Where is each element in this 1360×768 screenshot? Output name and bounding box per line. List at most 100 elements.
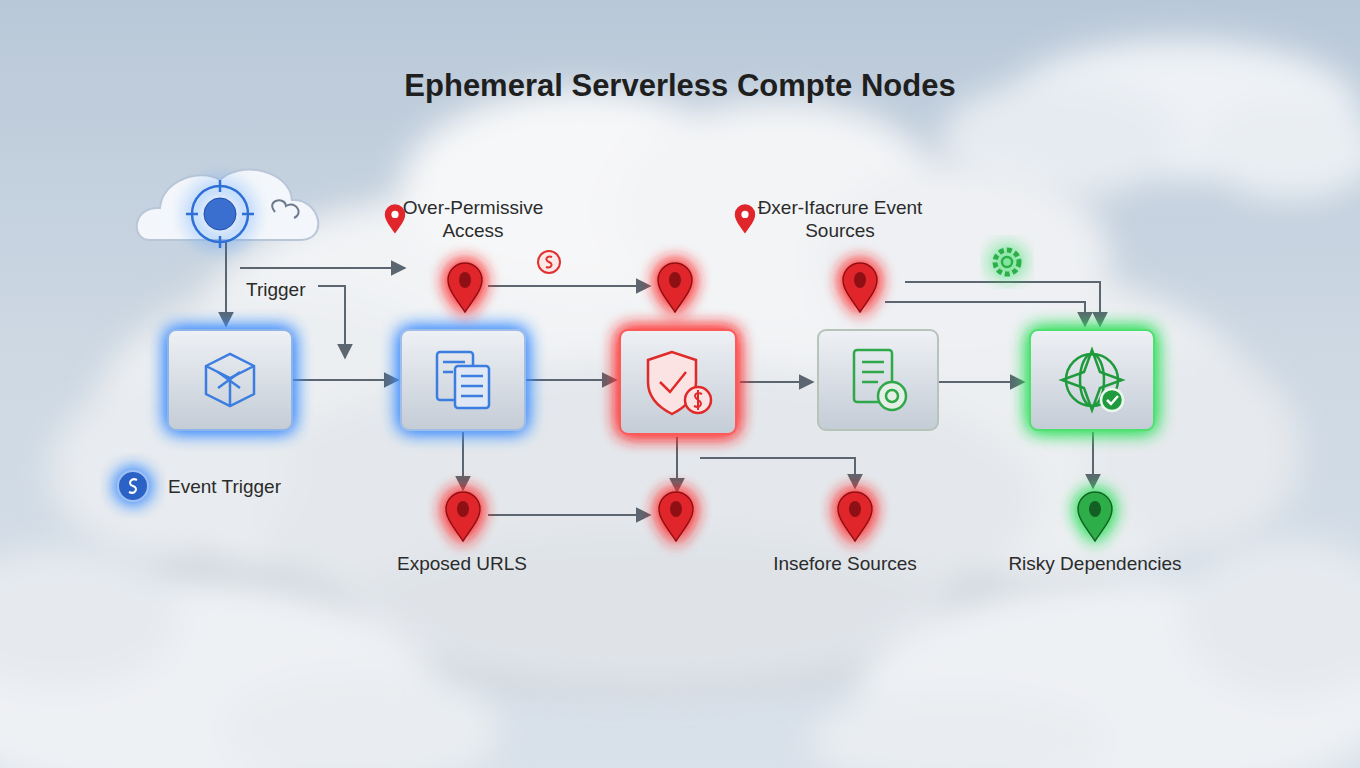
illustration-part: [218, 372, 240, 388]
illustration-part: [818, 330, 938, 430]
illustration-part: [694, 390, 702, 410]
illustration-part: [854, 272, 866, 288]
risk-label: Over-Permissive Access: [398, 196, 548, 242]
illustration-part: [658, 263, 692, 312]
illustration-part: [886, 390, 898, 402]
risk-label: Risky Dependencies: [985, 552, 1205, 575]
illustration-part: [878, 382, 906, 410]
illustration-part: [204, 198, 236, 230]
mini-pin: [385, 204, 405, 233]
illustration-part: [862, 362, 884, 382]
flow-label: Trigger: [246, 278, 305, 301]
illustration-part: [220, 670, 500, 768]
tile-icon: [206, 354, 254, 406]
illustration-part: [272, 200, 298, 218]
risk-pin-node: Exposed URLS: [372, 486, 552, 582]
flow-arrow: [700, 458, 855, 488]
cloud-icon: [137, 170, 319, 248]
illustration-part: [1089, 501, 1101, 517]
illustration: [745, 486, 945, 582]
mini-pin: [735, 204, 755, 233]
flow-arrow: [1092, 432, 1094, 488]
risk-label: Insefore Sources: [745, 552, 945, 575]
flow-arrow: [885, 302, 1085, 326]
sky-cloud: [810, 540, 1360, 768]
illustration-part: [459, 272, 471, 288]
tile-icon: [1062, 350, 1123, 411]
illustration-part: [735, 204, 755, 233]
illustration-part: [1101, 389, 1123, 411]
map-pin: [658, 263, 692, 312]
illustration-part: [1062, 350, 1122, 410]
badge-icon: [538, 251, 560, 273]
illustration-part: [446, 492, 480, 541]
illustration-part: [660, 372, 686, 392]
illustration-part: [685, 387, 711, 413]
flow-arrow: [740, 381, 813, 383]
compute-tiles: [168, 330, 1154, 434]
illustration-part: [391, 211, 398, 218]
map-pin: [838, 492, 872, 541]
map-pin: [448, 263, 482, 312]
compute-tile: [401, 330, 525, 430]
risk-pin-node: Over-Permissive Access: [380, 196, 550, 312]
compute-tile: [168, 330, 292, 430]
tile-icon: [648, 352, 711, 414]
map-pin: [446, 492, 480, 541]
flow-arrow: [526, 379, 616, 381]
risk-label: Exposed URLS: [372, 552, 552, 575]
risk-pin-node: Risky Dependencies: [985, 486, 1205, 582]
flow-arrow: [462, 432, 464, 490]
diagram-title: Ephemeral Serverless Compte Nodes: [280, 68, 1080, 104]
illustration-part: [1078, 492, 1112, 541]
illustration-part: [546, 257, 552, 268]
map-pin: [843, 263, 877, 312]
flow-arrows: [226, 240, 1100, 515]
flow-arrow: [676, 437, 678, 492]
illustration: [730, 196, 930, 312]
flow-arrow: [488, 514, 650, 516]
gear-icon: [995, 250, 1019, 274]
illustration-part: [118, 471, 148, 501]
risk-pin-node: Insefore Sources: [745, 486, 945, 582]
illustration: [985, 486, 1205, 582]
illustration-part: [838, 492, 872, 541]
illustration-part: [137, 170, 319, 240]
illustration: [372, 486, 552, 582]
compute-tile: [818, 330, 938, 430]
illustration-part: [186, 180, 254, 248]
illustration-part: [206, 354, 254, 406]
risk-label: Ðxer-Ifacrure Event Sources: [755, 196, 925, 242]
illustration-part: [538, 251, 560, 273]
illustration-part: [620, 330, 736, 434]
tile-icon: [854, 350, 906, 410]
flow-arrow: [938, 381, 1024, 383]
illustration-part: [0, 550, 180, 690]
illustration-part: [448, 263, 482, 312]
illustration-part: [810, 690, 1110, 768]
compute-tile: [1030, 330, 1154, 430]
flow-arrow: [225, 240, 227, 326]
illustration: [380, 196, 550, 312]
flow-label: Event Trigger: [168, 475, 281, 498]
illustration-part: [457, 501, 469, 517]
decorations: [118, 170, 1019, 541]
illustration-part: [192, 186, 248, 242]
compute-tile: [620, 330, 736, 434]
tile-icon: [437, 352, 489, 408]
illustration-part: [659, 492, 693, 541]
illustration-part: [1180, 540, 1360, 700]
flow-arrow: [488, 285, 650, 287]
illustration-part: [670, 501, 682, 517]
event-icon: [118, 471, 148, 501]
sky-cloud: [0, 550, 500, 768]
flow-arrow: [905, 282, 1100, 326]
illustration-part: [168, 330, 292, 430]
illustration-part: [1002, 257, 1012, 267]
map-pin: [1078, 492, 1112, 541]
illustration-part: [129, 479, 137, 492]
map-pin: [659, 492, 693, 541]
illustration-part: [843, 263, 877, 312]
